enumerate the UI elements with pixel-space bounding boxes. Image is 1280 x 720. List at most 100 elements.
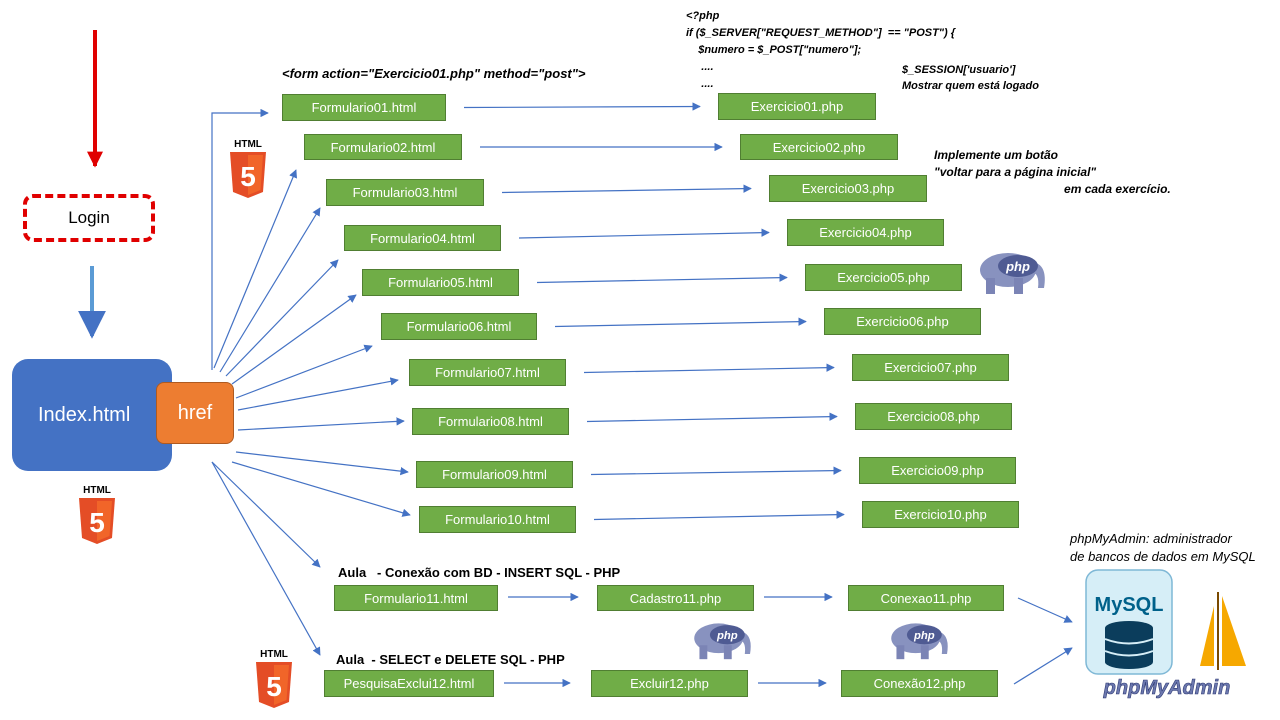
href-to-aula1-arrow: [211, 461, 321, 568]
exercicio04-node[interactable]: Exercicio04.php: [787, 219, 944, 246]
phpmyadmin-logo-text: phpMyAdmin: [1103, 677, 1231, 699]
formulario02-node-label: Formulario02.html: [330, 139, 436, 155]
formulario09-node-label: Formulario09.html: [442, 467, 547, 482]
formulario01-node-label: Formulario01.html: [311, 100, 417, 115]
php-code-note: <?php if ($_SERVER["REQUEST_METHOD"] == …: [686, 10, 956, 90]
formulario11-label: Formulario11.html: [364, 590, 468, 606]
exercicio09-node-label: Exercicio09.php: [891, 463, 984, 478]
php-elephant-icon: php: [694, 623, 751, 660]
mysql-text: MySQL: [1095, 594, 1164, 616]
exercicio06-node-label: Exercicio06.php: [856, 314, 949, 329]
html5-logo-text: HTML: [234, 139, 262, 150]
html5-logo-number: 5: [240, 161, 256, 192]
formulario08-node-label: Formulario08.html: [438, 414, 543, 429]
formulario08-node[interactable]: Formulario08.html: [412, 408, 569, 435]
formulario03-node[interactable]: Formulario03.html: [326, 179, 484, 206]
formulario01-to-exercicio-arrow: [463, 102, 701, 111]
formulario05-to-exercicio-arrow: [536, 273, 788, 284]
formulario07-node-label: Formulario07.html: [435, 365, 540, 380]
html5-logo-number: 5: [89, 507, 105, 538]
php-elephant-icon: php: [980, 253, 1045, 294]
formulario04-to-exercicio-arrow: [518, 228, 770, 239]
cadastro11-label: Cadastro11.php: [629, 590, 722, 606]
login-box[interactable]: Login: [23, 194, 155, 242]
aula2-title: Aula - SELECT e DELETE SQL - PHP: [336, 652, 565, 667]
href-to-formulario04-arrow: [225, 259, 339, 377]
formulario09-node[interactable]: Formulario09.html: [416, 461, 573, 488]
html5-logo-icon: HTML 5: [256, 649, 292, 708]
conexao11-node[interactable]: Conexao11.php: [848, 585, 1004, 611]
excluir12-node[interactable]: Excluir12.php: [591, 670, 748, 697]
conexao12-node[interactable]: Conexão12.php: [841, 670, 998, 697]
href-to-formulario08-arrow: [237, 417, 405, 431]
formulario02-node[interactable]: Formulario02.html: [304, 134, 462, 160]
formulario06-node-label: Formulario06.html: [406, 319, 512, 334]
formulario07-to-exercicio-arrow: [583, 363, 835, 374]
formulario08-to-exercicio-arrow: [586, 412, 838, 423]
formulario09-to-exercicio-arrow: [590, 466, 842, 476]
href-box[interactable]: href: [156, 382, 234, 444]
exercicio09-node[interactable]: Exercicio09.php: [859, 457, 1016, 484]
php-logo-text: php: [913, 630, 935, 642]
php-logo-text: php: [1005, 259, 1030, 274]
mysql-database-icon: MySQL phpMyAdmin: [1085, 569, 1246, 699]
exercicio10-node-label: Exercicio10.php: [894, 507, 987, 522]
href-to-formulario05-arrow: [231, 294, 357, 385]
exercicio10-node[interactable]: Exercicio10.php: [862, 501, 1019, 528]
formulario05-node[interactable]: Formulario05.html: [362, 269, 519, 296]
conexao12-to-mysql-arrow: [1013, 647, 1073, 685]
formulario04-node-label: Formulario04.html: [370, 230, 475, 246]
conexao11-to-mysql-arrow: [1017, 597, 1073, 623]
exercicio08-node-label: Exercicio08.php: [887, 409, 980, 424]
formulario05-node-label: Formulario05.html: [388, 275, 493, 290]
excluir12-label: Excluir12.php: [630, 676, 709, 691]
href-to-formulario10-arrow: [231, 461, 411, 517]
exercicio05-node[interactable]: Exercicio05.php: [805, 264, 962, 291]
formulario06-node[interactable]: Formulario06.html: [381, 313, 537, 340]
href-to-aula2-arrow: [211, 461, 321, 656]
href-to-formulario09-arrow: [235, 451, 409, 476]
formulario10-node-label: Formulario10.html: [445, 512, 550, 527]
conexao11-label: Conexao11.php: [880, 590, 972, 606]
formulario07-node[interactable]: Formulario07.html: [409, 359, 566, 386]
php-logo-text: php: [716, 630, 738, 642]
formulario01-node[interactable]: Formulario01.html: [282, 94, 446, 121]
href-to-formulario03-arrow: [219, 207, 321, 373]
formulario11-node[interactable]: Formulario11.html: [334, 585, 498, 611]
exercicio04-node-label: Exercicio04.php: [819, 225, 912, 240]
phpmyadmin-caption: phpMyAdmin: administrador de bancos de d…: [1070, 531, 1256, 564]
href-to-form01-arrow: [211, 108, 269, 370]
exercicio07-node-label: Exercicio07.php: [884, 360, 977, 375]
index-html-label: Index.html: [38, 403, 131, 426]
exercicio03-node[interactable]: Exercicio03.php: [769, 175, 927, 202]
formulario10-to-exercicio-arrow: [593, 510, 845, 521]
exercicio05-node-label: Exercicio05.php: [837, 270, 930, 285]
href-to-formulario07-arrow: [237, 377, 399, 411]
aula1-title: Aula - Conexão com BD - INSERT SQL - PHP: [338, 565, 621, 580]
exercicio02-node[interactable]: Exercicio02.php: [740, 134, 898, 160]
formulario03-to-exercicio-arrow: [501, 184, 752, 194]
formulario04-node[interactable]: Formulario04.html: [344, 225, 501, 251]
form-tag-note: <form action="Exercicio01.php" method="p…: [282, 66, 586, 81]
href-to-formulario02-arrow: [213, 169, 297, 369]
formulario10-node[interactable]: Formulario10.html: [419, 506, 576, 533]
pesquisaexclui12-node[interactable]: PesquisaExclui12.html: [324, 670, 494, 697]
exercicio01-node-label: Exercicio01.php: [750, 99, 844, 114]
exercicio01-node[interactable]: Exercicio01.php: [718, 93, 876, 120]
conexao12-label: Conexão12.php: [873, 676, 966, 691]
exercicio08-node[interactable]: Exercicio08.php: [855, 403, 1012, 430]
exercicio03-node-label: Exercicio03.php: [801, 181, 895, 196]
href-to-formulario06-arrow: [235, 344, 373, 399]
formulario03-node-label: Formulario03.html: [352, 185, 458, 200]
login-label: Login: [68, 208, 110, 227]
exercicio07-node[interactable]: Exercicio07.php: [852, 354, 1009, 381]
index-html-box[interactable]: Index.html: [12, 359, 172, 471]
php-elephant-icon: php: [891, 623, 948, 660]
exercicio02-node-label: Exercicio02.php: [772, 139, 866, 155]
href-label: href: [177, 401, 213, 424]
implement-button-note: Implemente um botão "voltar para a págin…: [934, 148, 1171, 196]
cadastro11-node[interactable]: Cadastro11.php: [597, 585, 754, 611]
pesquisaexclui12-label: PesquisaExclui12.html: [343, 676, 475, 691]
html5-logo-icon: HTML 5: [230, 139, 266, 198]
exercicio06-node[interactable]: Exercicio06.php: [824, 308, 981, 335]
